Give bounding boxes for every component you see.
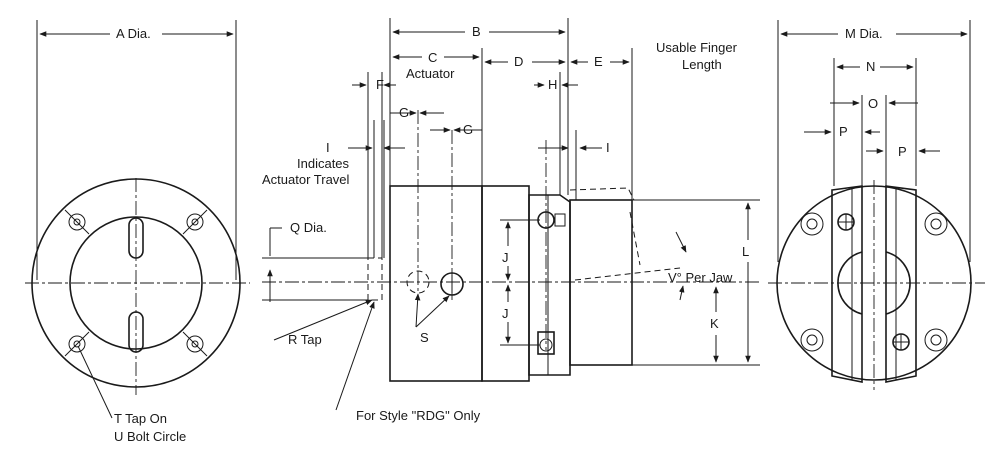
label-i-left: I	[326, 140, 330, 155]
label-e: E	[594, 54, 603, 69]
label-actuator: Actuator	[406, 66, 455, 81]
label-b: B	[472, 24, 481, 39]
label-h: H	[548, 77, 557, 92]
label-c: C	[428, 50, 437, 65]
label-g-right: G	[463, 122, 473, 137]
label-f: F	[376, 77, 384, 92]
label-length: Length	[682, 57, 722, 72]
label-t-tap-line2: U Bolt Circle	[114, 429, 186, 444]
label-p-right: P	[898, 144, 907, 159]
label-d: D	[514, 54, 523, 69]
bolt-hole-tr	[182, 209, 208, 235]
label-t-tap-line1: T Tap On	[114, 411, 167, 426]
label-l: L	[742, 244, 749, 259]
label-s: S	[420, 330, 429, 345]
label-n: N	[866, 59, 875, 74]
label-j-lower: J	[502, 306, 509, 321]
label-k: K	[710, 316, 719, 331]
label-q-dia: Q Dia.	[290, 220, 327, 235]
front-hole-tr	[924, 212, 948, 236]
right-front-view	[768, 180, 985, 390]
label-g-left: G	[399, 105, 409, 120]
left-end-view: A Dia. T Tap On U Bolt Circle	[25, 20, 250, 444]
label-p-left: P	[839, 124, 848, 139]
label-rdg-note: For Style "RDG" Only	[356, 408, 481, 423]
side-view-dimensions: B C Actuator D E Usable Finger Length F …	[262, 18, 760, 423]
side-view	[262, 110, 760, 382]
front-hole-tl	[800, 212, 824, 236]
label-v-per-jaw: V° Per Jaw	[668, 270, 733, 285]
bolt-hole-br	[182, 331, 208, 357]
label-actuator-travel: Actuator Travel	[262, 172, 350, 187]
label-r-tap: R Tap	[288, 332, 322, 347]
front-hole-br	[924, 328, 948, 352]
label-indicates: Indicates	[297, 156, 350, 171]
front-hole-bl	[800, 328, 824, 352]
label-o: O	[868, 96, 878, 111]
bolt-hole-tl	[64, 209, 90, 235]
label-a-dia: A Dia.	[116, 26, 151, 41]
label-usable-finger: Usable Finger	[656, 40, 738, 55]
label-i-right: I	[606, 140, 610, 155]
right-view-dimensions: M Dia. N O P P	[777, 20, 971, 262]
label-m-dia: M Dia.	[845, 26, 883, 41]
label-j-upper: J	[502, 250, 509, 265]
bolt-hole-bl	[64, 331, 90, 357]
